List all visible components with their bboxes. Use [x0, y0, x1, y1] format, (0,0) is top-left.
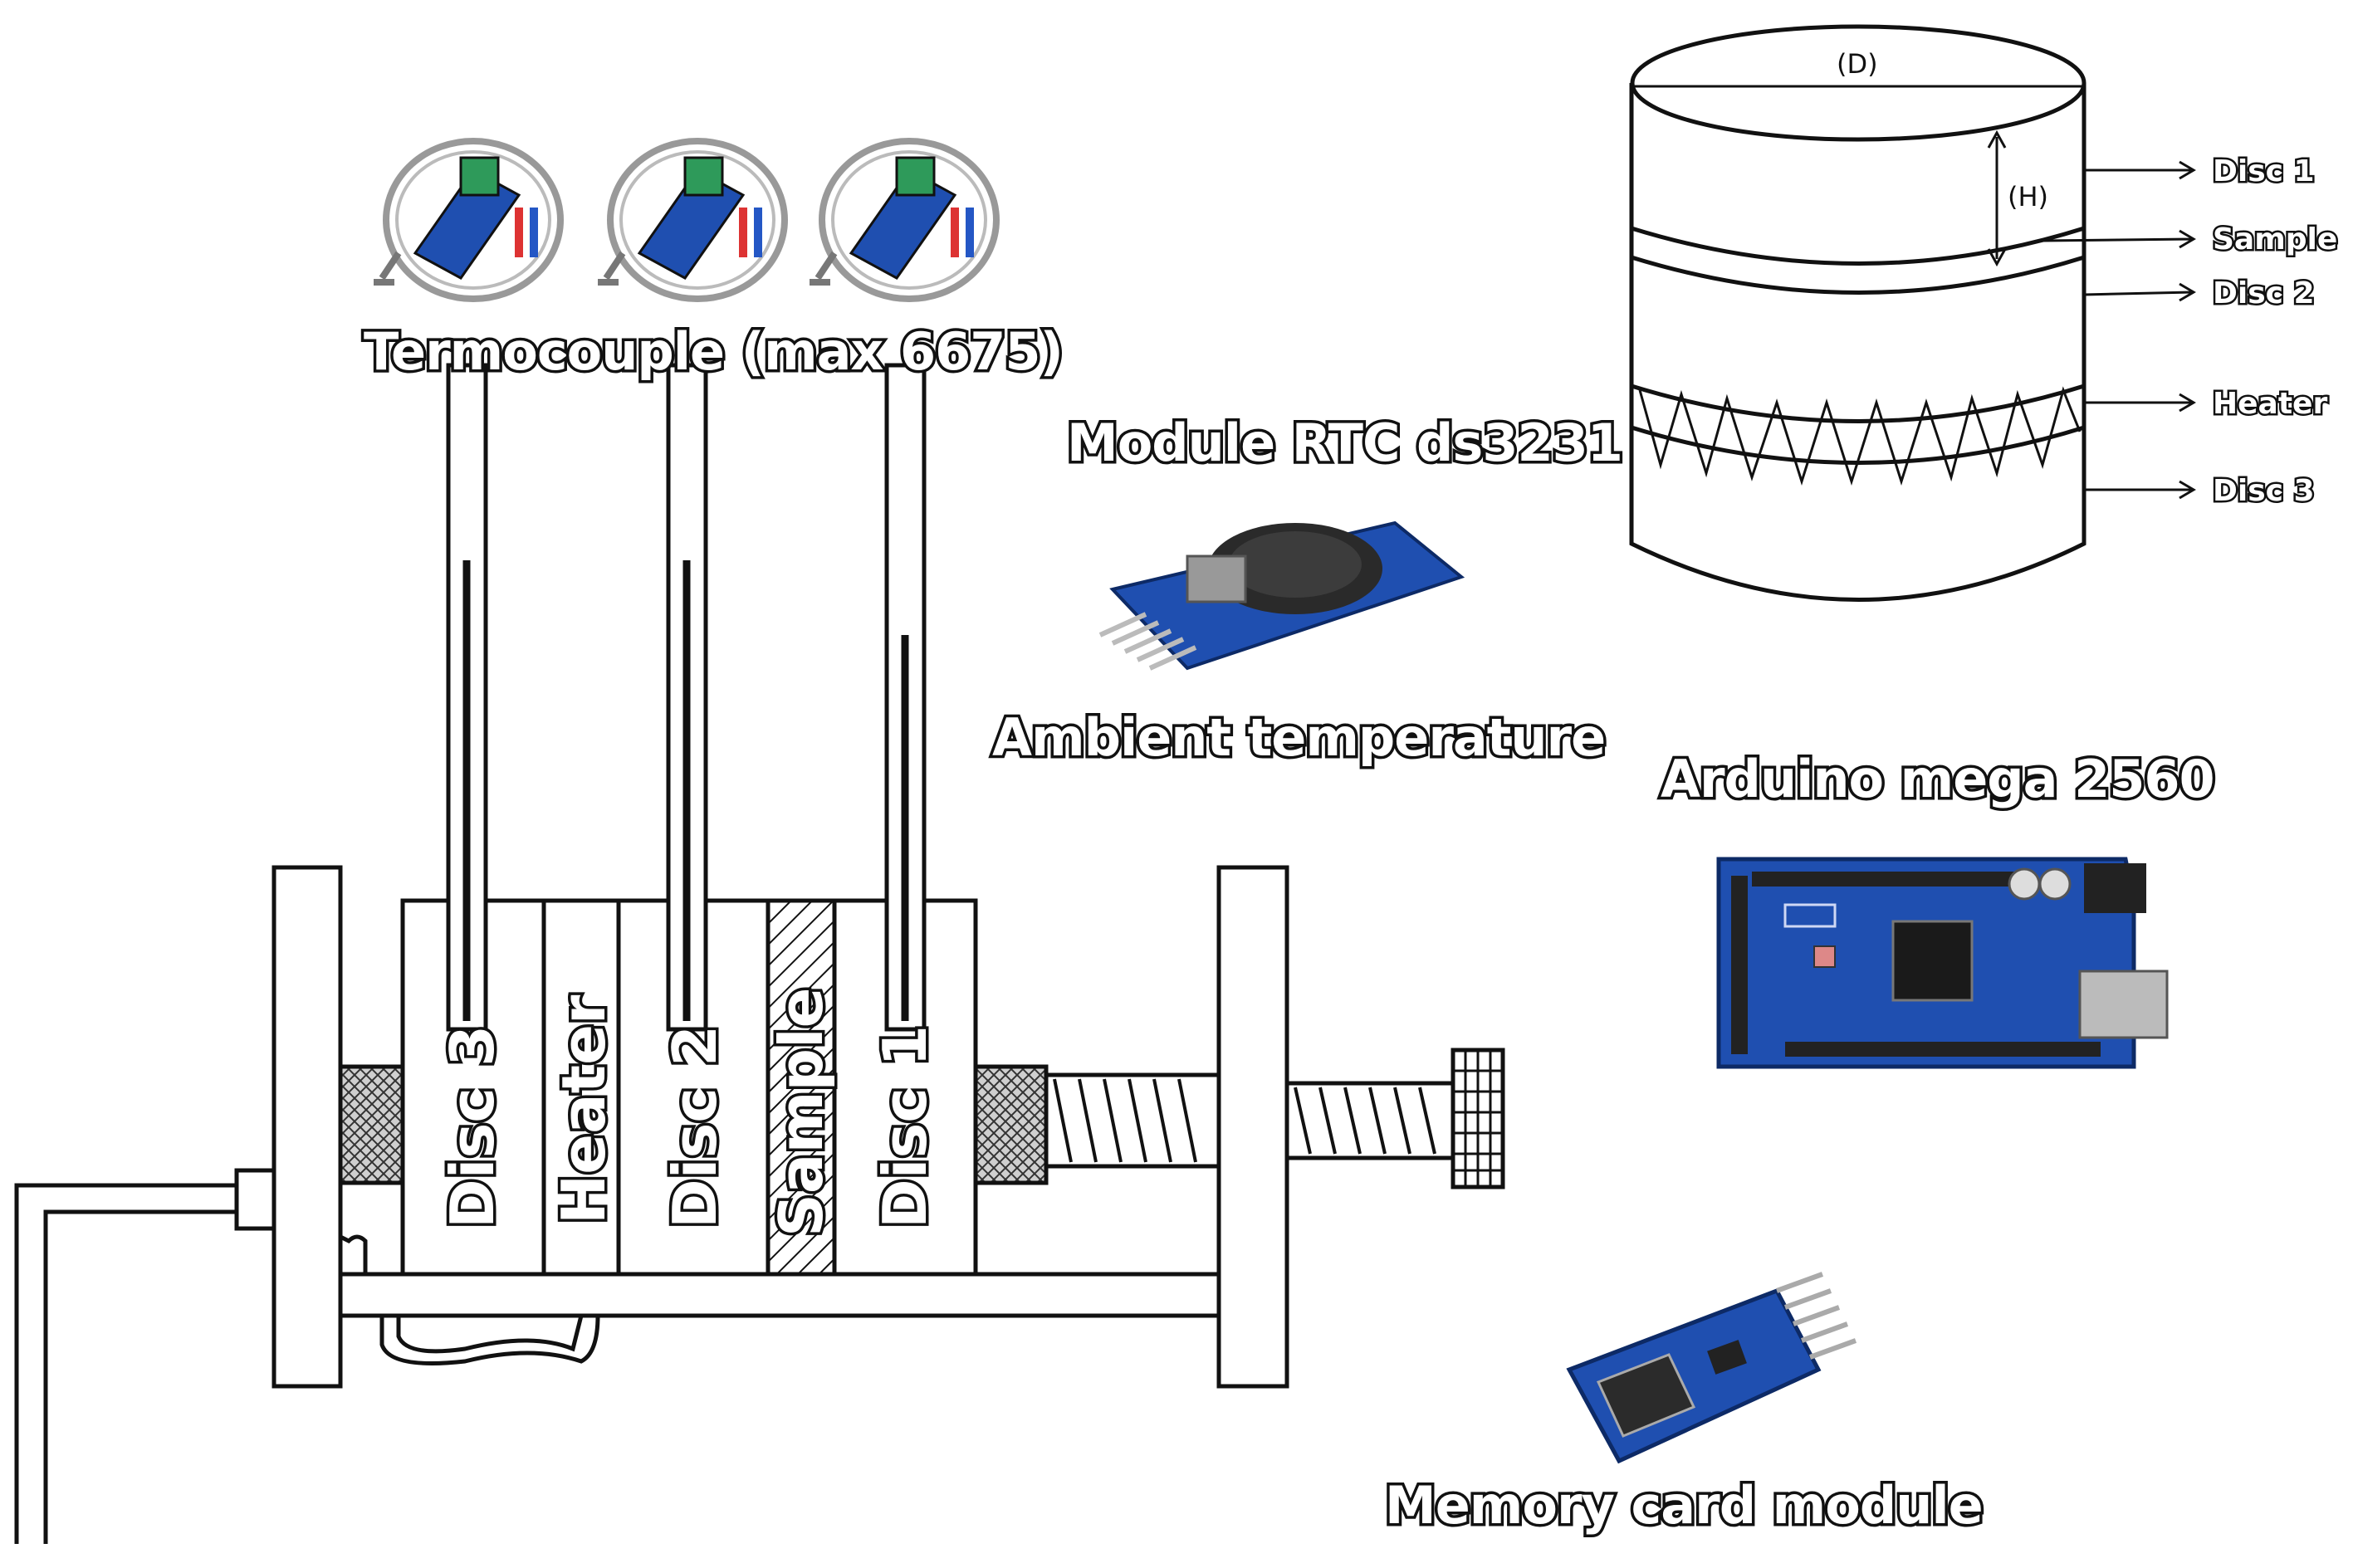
cable-connector [234, 1168, 276, 1231]
stack-label-disc-1: Disc 1 [870, 1025, 940, 1229]
cable-inner [43, 1209, 249, 1544]
thermocouple-icon [374, 138, 564, 302]
rtc-module: Module RTC ds3231 Ambient temperature [990, 410, 1627, 771]
heater-block [541, 898, 621, 1277]
layer-label-sample: Sample [2213, 222, 2337, 256]
stack-label-heater: Heater [549, 994, 619, 1224]
probes [446, 363, 927, 1032]
thermocouple-label: Termocouple (max 6675) [364, 321, 1063, 382]
wire-loop [379, 1315, 600, 1365]
rtc-subtitle: Ambient temperature [992, 707, 1605, 768]
cylinder-diagram: (D) (H) Disc 1 Sample Disc 2 Heater Disc… [1629, 24, 2340, 602]
rtc-title: Module RTC ds3231 [1067, 413, 1622, 473]
arduino-board-icon [1716, 857, 2169, 1069]
layer-label-disc-2: Disc 2 [2213, 276, 2315, 310]
memory-title: Memory card module [1385, 1475, 1983, 1536]
dimension-d: (D) [1837, 48, 1878, 80]
memory-module: Memory card module [1382, 1272, 1986, 1539]
rtc-board-icon [1098, 520, 1465, 671]
dimension-h: (H) [2008, 181, 2048, 212]
bottom-rod [338, 1272, 1221, 1318]
left-plate [272, 865, 343, 1389]
stack-labels: Disc 3 Heater Disc 2 Sample Disc 1 [435, 984, 943, 1240]
layer-arrows [2042, 160, 2196, 500]
cable [14, 1183, 249, 1544]
thermocouple-icon [810, 138, 1000, 302]
sample-block [766, 898, 837, 1277]
layer-label-disc-3: Disc 3 [2213, 474, 2315, 508]
stack-label-sample: Sample [766, 987, 836, 1237]
arduino-title: Arduino mega 2560 [1661, 749, 2214, 809]
layer-label-heater: Heater [2213, 387, 2327, 421]
layer-label-disc-1: Disc 1 [2213, 154, 2315, 188]
thermocouple-icon [598, 138, 788, 302]
apparatus: Disc 3 Heater Disc 2 Sample Disc 1 [14, 363, 1505, 1544]
right-plate [1216, 865, 1289, 1389]
right-thread [973, 1064, 1049, 1185]
thermocouple-sensors: Termocouple (max 6675) [361, 138, 1066, 385]
screw [1044, 1048, 1505, 1189]
stack-label-disc-3: Disc 3 [438, 1025, 507, 1229]
stack-label-disc-2: Disc 2 [660, 1025, 730, 1229]
left-thread [338, 1064, 405, 1185]
wire-loop-inner [396, 1315, 584, 1354]
wire [339, 1234, 368, 1274]
memory-board-icon [1566, 1272, 1857, 1464]
arduino-module: Arduino mega 2560 [1658, 746, 2218, 1069]
